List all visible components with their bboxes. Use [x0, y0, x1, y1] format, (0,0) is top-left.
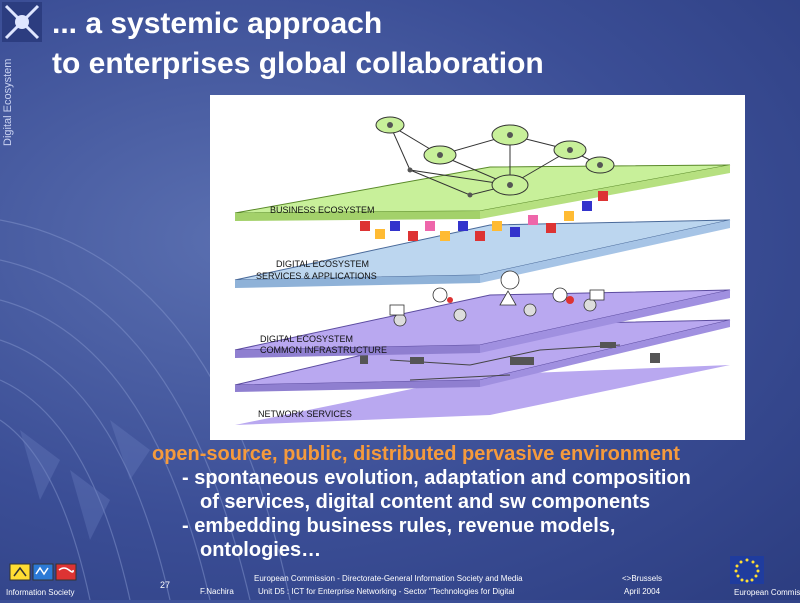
layer-label-business: BUSINESS ECOSYSTEM [270, 205, 375, 215]
footer-org: European Commission - Directorate-Genera… [254, 574, 523, 583]
slide-title: ... a systemic approach to enterprises g… [52, 4, 544, 84]
ecosystem-diagram: NETWORK SERVICES DIGITAL ECOSYSTEM COMMO… [210, 95, 745, 440]
information-society-logo: Information Society [6, 562, 80, 598]
bullet-line-3: - embedding business rules, revenue mode… [182, 515, 616, 537]
footer-unit: Unit D5 : ICT for Enterprise Networking … [258, 587, 515, 596]
layer-common-infrastructure [234, 289, 731, 358]
eu-label: European Commission [734, 588, 800, 597]
layer-label-infra-2: COMMON INFRASTRUCTURE [260, 345, 387, 355]
bullet-line-4: ontologies… [200, 539, 322, 561]
side-label: Digital Ecosystem [2, 58, 14, 146]
bullet-line-2: of services, digital content and sw comp… [200, 491, 651, 513]
layer-business-ecosystem [234, 164, 731, 241]
footer-location: <>Brussels [622, 574, 663, 583]
puzzle-pieces [360, 191, 608, 241]
layer-label-infra-1: DIGITAL ECOSYSTEM [260, 334, 353, 344]
layer-network-services [234, 319, 731, 425]
footer-author: F.Nachira [200, 587, 234, 596]
info-society-icon [9, 563, 77, 581]
layer-stack: NETWORK SERVICES DIGITAL ECOSYSTEM COMMO… [234, 116, 731, 425]
bullet-list: open-source, public, distributed pervasi… [152, 442, 800, 562]
corner-logo-icon [2, 2, 42, 42]
bullet-main: open-source, public, distributed pervasi… [152, 443, 680, 465]
eu-flag-icon [730, 556, 764, 584]
title-line-2: to enterprises global collaboration [52, 47, 544, 80]
layer-label-network: NETWORK SERVICES [258, 409, 352, 419]
layer-label-services-2: SERVICES & APPLICATIONS [256, 271, 377, 281]
layer-label-services-1: DIGITAL ECOSYSTEM [276, 259, 369, 269]
page-number: 27 [160, 580, 171, 590]
info-society-label: Information Society [6, 588, 75, 597]
footer-date: April 2004 [624, 587, 661, 596]
bullet-line-1: - spontaneous evolution, adaptation and … [182, 467, 691, 489]
network-graph [375, 116, 615, 198]
european-commission-logo: European Commission [726, 556, 800, 600]
title-line-1: ... a systemic approach [52, 7, 383, 40]
layer-services-applications [234, 219, 731, 316]
